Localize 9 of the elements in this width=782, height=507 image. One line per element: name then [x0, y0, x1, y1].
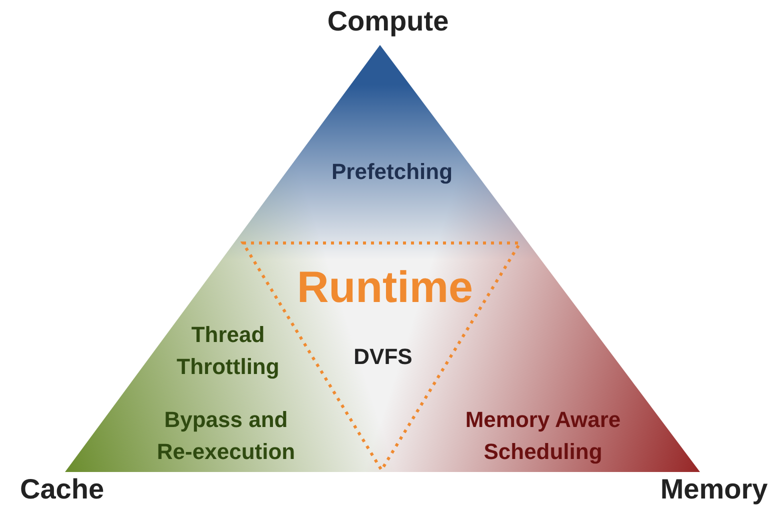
- technique-label: Prefetching: [330, 158, 454, 186]
- corner-label: Cache: [18, 472, 106, 507]
- technique-label: Bypass and Re-execution: [156, 406, 296, 466]
- corner-label: Memory: [659, 472, 769, 507]
- technique-label: Memory Aware Scheduling: [464, 406, 622, 466]
- runtime-title: Runtime: [297, 262, 473, 314]
- technique-label: Thread Throttling: [176, 321, 280, 381]
- technique-label: DVFS: [354, 343, 412, 372]
- corner-label: Compute: [326, 4, 450, 39]
